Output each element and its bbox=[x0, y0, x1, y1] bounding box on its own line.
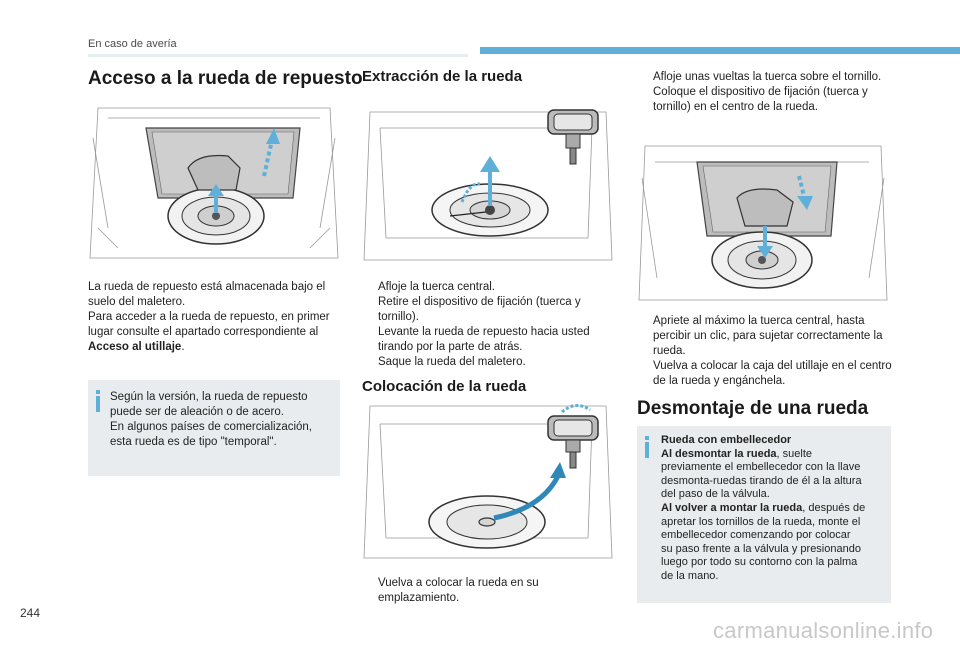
illustration-wheel-removal bbox=[362, 98, 614, 268]
page-number: 244 bbox=[20, 606, 41, 620]
illustration-fixing-device bbox=[637, 138, 889, 306]
list-item: Retire el dispositivo de fijación (tuerc… bbox=[378, 296, 581, 323]
title-wheel-removal: Extracción de la rueda bbox=[362, 68, 523, 85]
info-icon bbox=[96, 390, 100, 412]
link-tool-access[interactable]: Acceso al utillaje bbox=[88, 341, 182, 353]
illustration-wheel-refit bbox=[362, 398, 614, 563]
header-accent-bar bbox=[480, 47, 960, 54]
site-watermark: carmanualsonline.info bbox=[713, 618, 934, 643]
section-header: En caso de avería bbox=[88, 38, 177, 50]
list-item: Apriete al máximo la tuerca central, has… bbox=[653, 315, 883, 357]
info-note-wheel-trim: Rueda con embellecedor Al desmontar la r… bbox=[637, 426, 891, 603]
refit-steps-list-continued: Afloje unas vueltas la tuerca sobre el t… bbox=[637, 70, 889, 115]
list-item: Afloje unas vueltas la tuerca sobre el t… bbox=[653, 71, 882, 83]
refit-steps-list: Vuelva a colocar la rueda en su emplazam… bbox=[362, 576, 614, 606]
tighten-steps-list: Apriete al máximo la tuerca central, has… bbox=[637, 314, 893, 389]
removal-steps-list: Afloje la tuerca central. Retire el disp… bbox=[362, 280, 614, 370]
illustration-boot-floor-open bbox=[88, 98, 340, 268]
title-spare-wheel-access: Acceso a la rueda de repuesto bbox=[88, 68, 363, 89]
list-item: Vuelva a colocar la rueda en su emplazam… bbox=[378, 577, 539, 604]
title-wheel-dismount: Desmontaje de una rueda bbox=[637, 398, 869, 419]
info-note-wheel-type: Según la versión, la rueda de repuesto p… bbox=[88, 380, 340, 476]
spare-wheel-paragraph: La rueda de repuesto está almacenada baj… bbox=[88, 281, 330, 353]
list-item: Afloje la tuerca central. bbox=[378, 281, 495, 293]
list-item: Saque la rueda del maletero. bbox=[378, 356, 526, 368]
header-divider bbox=[88, 54, 468, 57]
list-item: Vuelva a colocar la caja del utillaje en… bbox=[653, 360, 892, 387]
title-wheel-refit: Colocación de la rueda bbox=[362, 378, 527, 395]
list-item: Coloque el dispositivo de fijación (tuer… bbox=[653, 86, 868, 113]
list-item: Levante la rueda de repuesto hacia usted… bbox=[378, 326, 590, 353]
info-icon bbox=[645, 436, 649, 458]
